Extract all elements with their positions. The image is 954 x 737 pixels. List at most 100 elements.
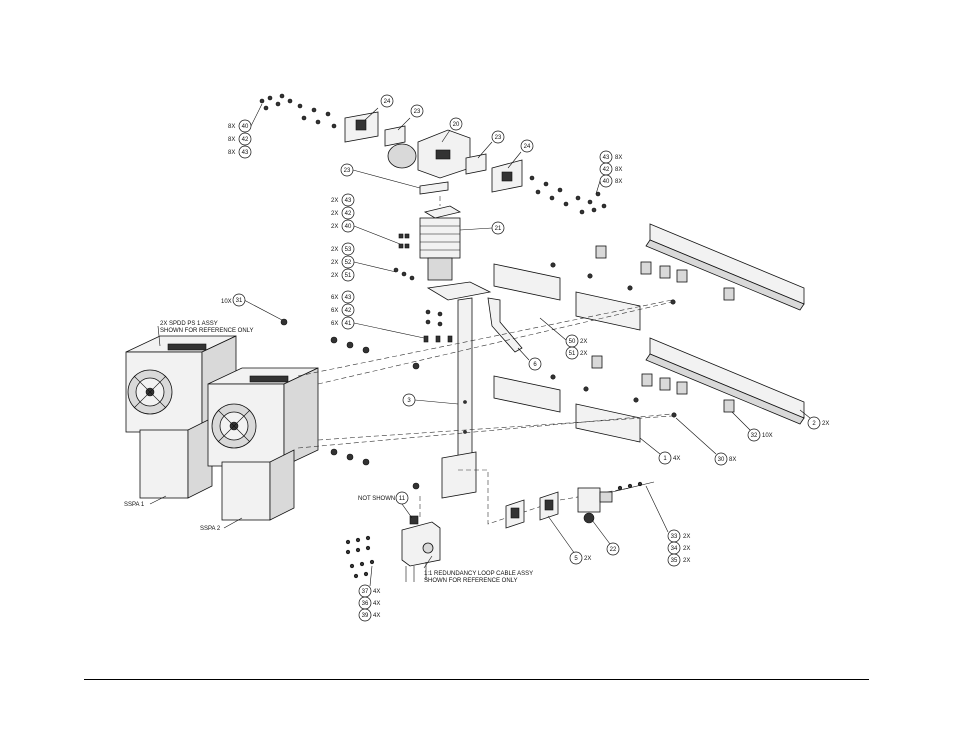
callout-23c: 23 bbox=[340, 163, 421, 189]
coupler-20-knob bbox=[387, 143, 417, 169]
svg-text:8X: 8X bbox=[729, 457, 736, 463]
svg-text:2X: 2X bbox=[331, 211, 338, 217]
callout-21: 21 bbox=[459, 221, 505, 235]
svg-text:2: 2 bbox=[812, 421, 816, 427]
bracket-3 bbox=[426, 281, 492, 499]
callout-33: 33 2X bbox=[645, 485, 690, 543]
waveguide-switch-22 bbox=[577, 487, 613, 524]
svg-text:23: 23 bbox=[495, 135, 502, 141]
callout-20: 20 bbox=[441, 117, 463, 143]
callout-40b: 40 8X bbox=[595, 174, 622, 195]
svg-text:4X: 4X bbox=[673, 456, 680, 462]
svg-text:2X: 2X bbox=[584, 556, 591, 562]
svg-text:39: 39 bbox=[362, 613, 369, 619]
svg-text:2X: 2X bbox=[331, 273, 338, 279]
note-spdd-line1: 2X SPDD PS 1 ASSY bbox=[160, 321, 218, 327]
svg-text:23: 23 bbox=[344, 168, 351, 174]
svg-text:2X: 2X bbox=[822, 421, 829, 427]
svg-text:SSPA 1: SSPA 1 bbox=[124, 502, 145, 508]
svg-text:40: 40 bbox=[603, 179, 610, 185]
svg-text:42: 42 bbox=[242, 137, 249, 143]
svg-text:31: 31 bbox=[236, 298, 243, 304]
callout-11: 11 bbox=[395, 491, 413, 519]
callout-24b: 24 bbox=[507, 139, 534, 169]
svg-text:10X: 10X bbox=[762, 433, 773, 439]
callout-43c: 2X 43 bbox=[331, 193, 355, 207]
note-loop-line1: 1:1 REDUNDANCY LOOP CABLE ASSY bbox=[424, 571, 533, 577]
svg-text:6X: 6X bbox=[331, 321, 338, 327]
svg-text:3: 3 bbox=[407, 398, 411, 404]
callout-23b: 23 bbox=[477, 130, 505, 159]
callout-51b: 51 2X bbox=[565, 346, 587, 360]
svg-text:41: 41 bbox=[345, 321, 352, 327]
gasket-23-right bbox=[465, 153, 487, 175]
hardware-right-top bbox=[529, 175, 607, 215]
callout-2: 2 2X bbox=[799, 409, 829, 430]
svg-text:42: 42 bbox=[603, 167, 610, 173]
note-spdd: 2X SPDD PS 1 ASSY SHOWN FOR REFERENCE ON… bbox=[157, 321, 254, 347]
callout-24a: 24 bbox=[364, 94, 394, 121]
svg-text:51: 51 bbox=[569, 351, 576, 357]
hardware-column-mid bbox=[393, 233, 453, 343]
svg-text:42: 42 bbox=[345, 211, 352, 217]
svg-text:2X: 2X bbox=[683, 534, 690, 540]
svg-text:43: 43 bbox=[345, 198, 352, 204]
svg-text:6: 6 bbox=[533, 362, 537, 368]
svg-text:24: 24 bbox=[384, 99, 391, 105]
svg-text:42: 42 bbox=[345, 308, 352, 314]
svg-text:8X: 8X bbox=[228, 124, 235, 130]
svg-text:43: 43 bbox=[603, 155, 610, 161]
svg-text:53: 53 bbox=[345, 247, 352, 253]
footer-rule bbox=[84, 679, 869, 680]
plates-1 bbox=[493, 263, 641, 443]
svg-text:10X: 10X bbox=[221, 299, 232, 305]
note-sspa1: SSPA 1 bbox=[124, 495, 167, 508]
svg-text:2X: 2X bbox=[580, 339, 587, 345]
note-loop-cable: 1:1 REDUNDANCY LOOP CABLE ASSY SHOWN FOR… bbox=[423, 555, 533, 584]
svg-text:8X: 8X bbox=[615, 179, 622, 185]
svg-text:2X: 2X bbox=[683, 546, 690, 552]
callout-31: 10X 31 bbox=[221, 293, 283, 321]
svg-text:30: 30 bbox=[718, 457, 725, 463]
svg-text:33: 33 bbox=[671, 534, 678, 540]
bolts-31 bbox=[280, 318, 420, 490]
svg-text:2X: 2X bbox=[580, 351, 587, 357]
gasket-23-left bbox=[384, 125, 406, 147]
callout-6: 6 bbox=[517, 347, 542, 371]
svg-text:4X: 4X bbox=[373, 589, 380, 595]
svg-text:1: 1 bbox=[663, 456, 667, 462]
sspa-2 bbox=[207, 367, 319, 521]
svg-text:22: 22 bbox=[610, 547, 617, 553]
callout-22: 22 bbox=[591, 519, 620, 556]
callout-3: 3 bbox=[402, 393, 459, 407]
svg-text:2X: 2X bbox=[331, 198, 338, 204]
sspa-1 bbox=[125, 335, 237, 499]
svg-text:2X: 2X bbox=[331, 260, 338, 266]
heatsink-21 bbox=[419, 205, 462, 281]
svg-text:8X: 8X bbox=[228, 137, 235, 143]
svg-text:21: 21 bbox=[495, 226, 502, 232]
svg-text:11: 11 bbox=[399, 496, 406, 502]
hardware-37-39 bbox=[345, 535, 375, 579]
svg-text:20: 20 bbox=[453, 122, 460, 128]
svg-text:34: 34 bbox=[671, 546, 678, 552]
callout-23a: 23 bbox=[397, 104, 424, 131]
flange-24-right-port bbox=[501, 171, 513, 182]
svg-text:40: 40 bbox=[345, 224, 352, 230]
callout-1: 1 4X bbox=[639, 437, 680, 465]
svg-text:8X: 8X bbox=[228, 150, 235, 156]
svg-text:2X: 2X bbox=[683, 558, 690, 564]
hardware-left-top bbox=[259, 93, 337, 129]
flange-24-left-port bbox=[355, 119, 367, 131]
svg-text:40: 40 bbox=[242, 124, 249, 130]
svg-text:SSPA 2: SSPA 2 bbox=[200, 526, 221, 532]
